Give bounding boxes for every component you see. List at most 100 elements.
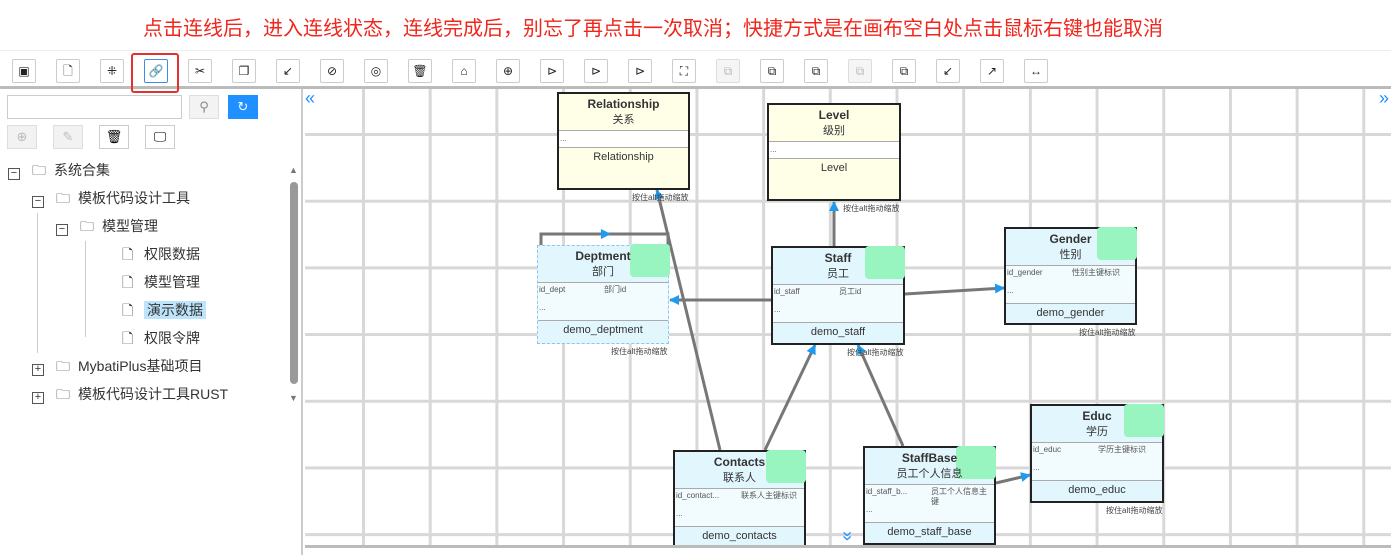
tree-node-label: 模型管理: [144, 274, 200, 290]
link-line[interactable]: [605, 232, 670, 246]
toolbar-button-terminal[interactable]: ⊳: [584, 59, 608, 83]
toolbar-button-brush[interactable]: ⌂: [452, 59, 476, 83]
tree-node[interactable]: 🗋演示数据: [122, 298, 206, 322]
collapse-left-icon[interactable]: «: [305, 89, 316, 108]
toolbar-button-terminal[interactable]: ⊳: [540, 59, 564, 83]
active-tool-highlight: [131, 53, 179, 93]
toolbar-button-layer[interactable]: ⧉: [892, 59, 916, 83]
link-contacts-staff[interactable]: [763, 344, 817, 451]
toolbar-button-scissors[interactable]: ✂: [188, 59, 212, 83]
entity-cn-name: 联系人: [723, 472, 756, 484]
toolbar-button-grid[interactable]: ⁜: [100, 59, 124, 83]
resize-hint: 按住alt拖动缩放: [632, 193, 689, 202]
scroll-down-icon[interactable]: ▼: [289, 393, 298, 403]
toolbar: ▣ 🗋 ⁜ 🔗 ✂ ❐ ↙ ⊘ ◎ 🗑 ⌂ ⊕ ⊳ ⊳ ⊳ ⛶ ⧉ ⧉ ⧉ ⧉ ⧉ ↙ ↗ ↔: [0, 50, 1391, 93]
link-staff-gender[interactable]: [904, 283, 1005, 296]
toolbar-button-terminal[interactable]: ⊳: [628, 59, 652, 83]
layer-icon: ⧉: [855, 64, 865, 78]
scroll-up-icon[interactable]: ▲: [289, 165, 298, 175]
entity-cn-name: 关系: [612, 114, 635, 126]
expand-icon[interactable]: +: [32, 392, 44, 404]
link-staffbase-staff[interactable]: [856, 344, 905, 447]
tree-node[interactable]: + 🗀 模板代码设计工具RUST: [32, 382, 228, 406]
target-icon: ⊕: [502, 64, 514, 78]
tree-node[interactable]: +🗀MybatiPlus基础项目: [32, 354, 202, 378]
toolbar-button-layer[interactable]: ⧉: [716, 59, 740, 83]
toolbar-button-export-in[interactable]: ↙: [936, 59, 960, 83]
expand-right-icon[interactable]: »: [1378, 89, 1389, 108]
tree-node[interactable]: −🗀模板代码设计工具: [32, 186, 190, 210]
entity-handle[interactable]: [956, 446, 996, 479]
entity-handle[interactable]: [766, 450, 806, 483]
file-icon: 🗋: [122, 302, 134, 318]
edit-button[interactable]: ✎: [53, 125, 83, 149]
toolbar-button-width[interactable]: ↔: [1024, 59, 1048, 83]
toolbar-button-save[interactable]: ▣: [12, 59, 36, 83]
grid-icon: ⁜: [106, 64, 118, 78]
search-button[interactable]: ⚲: [189, 95, 219, 119]
toolbar-button-export-out[interactable]: ↗: [980, 59, 1004, 83]
toolbar-button-fullscreen[interactable]: ⛶: [672, 59, 696, 83]
export-out-icon: ↗: [986, 64, 998, 78]
collapse-icon[interactable]: −: [56, 224, 68, 236]
trash-button[interactable]: 🗑: [99, 125, 129, 149]
links-layer: [539, 189, 1031, 485]
toolbar-button-target[interactable]: ⊕: [496, 59, 520, 83]
entity-table-name: demo_staff_base: [865, 522, 994, 539]
link-staffbase-educ[interactable]: [995, 472, 1031, 485]
toolbar-button-layer[interactable]: ⧉: [804, 59, 828, 83]
toolbar-button-trash[interactable]: 🗑: [408, 59, 432, 83]
tree-node[interactable]: −🗀系统合集: [8, 158, 110, 182]
tree-node[interactable]: 🗋权限令牌: [122, 326, 200, 350]
expand-down-icon[interactable]: »: [838, 530, 859, 542]
import-icon: ↙: [282, 64, 294, 78]
field-name: id_dept: [539, 285, 566, 294]
tree-node[interactable]: −🗀模型管理: [56, 214, 158, 238]
file-icon: 🗋: [122, 330, 134, 346]
folder-icon: 🗀: [56, 386, 70, 402]
expand-icon[interactable]: +: [32, 364, 44, 376]
hide-icon: ⊘: [326, 64, 338, 78]
collapse-icon[interactable]: −: [32, 196, 44, 208]
tree-node-label: 模板代码设计工具RUST: [78, 386, 229, 402]
more-fields: ...: [774, 305, 781, 314]
toolbar-button-eye[interactable]: ◎: [364, 59, 388, 83]
toolbar-button-link[interactable]: 🔗: [144, 59, 168, 83]
monitor-button[interactable]: 🖵: [145, 125, 175, 149]
more-fields: ...: [770, 145, 777, 154]
entity-handle[interactable]: [1124, 404, 1164, 437]
add-button[interactable]: ⊕: [7, 125, 37, 149]
toolbar-button-copy[interactable]: ❐: [232, 59, 256, 83]
refresh-button[interactable]: ↻: [228, 95, 258, 119]
field-name: id_staff: [774, 287, 800, 296]
entity-handle[interactable]: [1097, 227, 1137, 260]
toolbar-button-layer[interactable]: ⧉: [760, 59, 784, 83]
toolbar-button-new-file[interactable]: 🗋: [56, 59, 80, 83]
more-fields: ...: [560, 134, 567, 143]
toolbar-button-hide[interactable]: ⊘: [320, 59, 344, 83]
entity-handle[interactable]: [630, 244, 670, 277]
toolbar-button-layer[interactable]: ⧉: [848, 59, 872, 83]
entity-handle[interactable]: [865, 246, 905, 279]
scrollbar[interactable]: [290, 182, 298, 384]
search-input[interactable]: [7, 95, 182, 119]
entity-table-name: Relationship: [559, 147, 688, 164]
entity-cn-name: 员工个人信息: [896, 468, 963, 480]
tree-node[interactable]: 🗋权限数据: [122, 242, 200, 266]
entity-table-name: demo_deptment: [538, 320, 668, 337]
toolbar-button-import[interactable]: ↙: [276, 59, 300, 83]
eye-icon: ◎: [370, 64, 382, 78]
tree-node[interactable]: 🗋模型管理: [122, 270, 200, 294]
collapse-icon[interactable]: −: [8, 168, 20, 180]
more-fields: ...: [866, 505, 873, 514]
